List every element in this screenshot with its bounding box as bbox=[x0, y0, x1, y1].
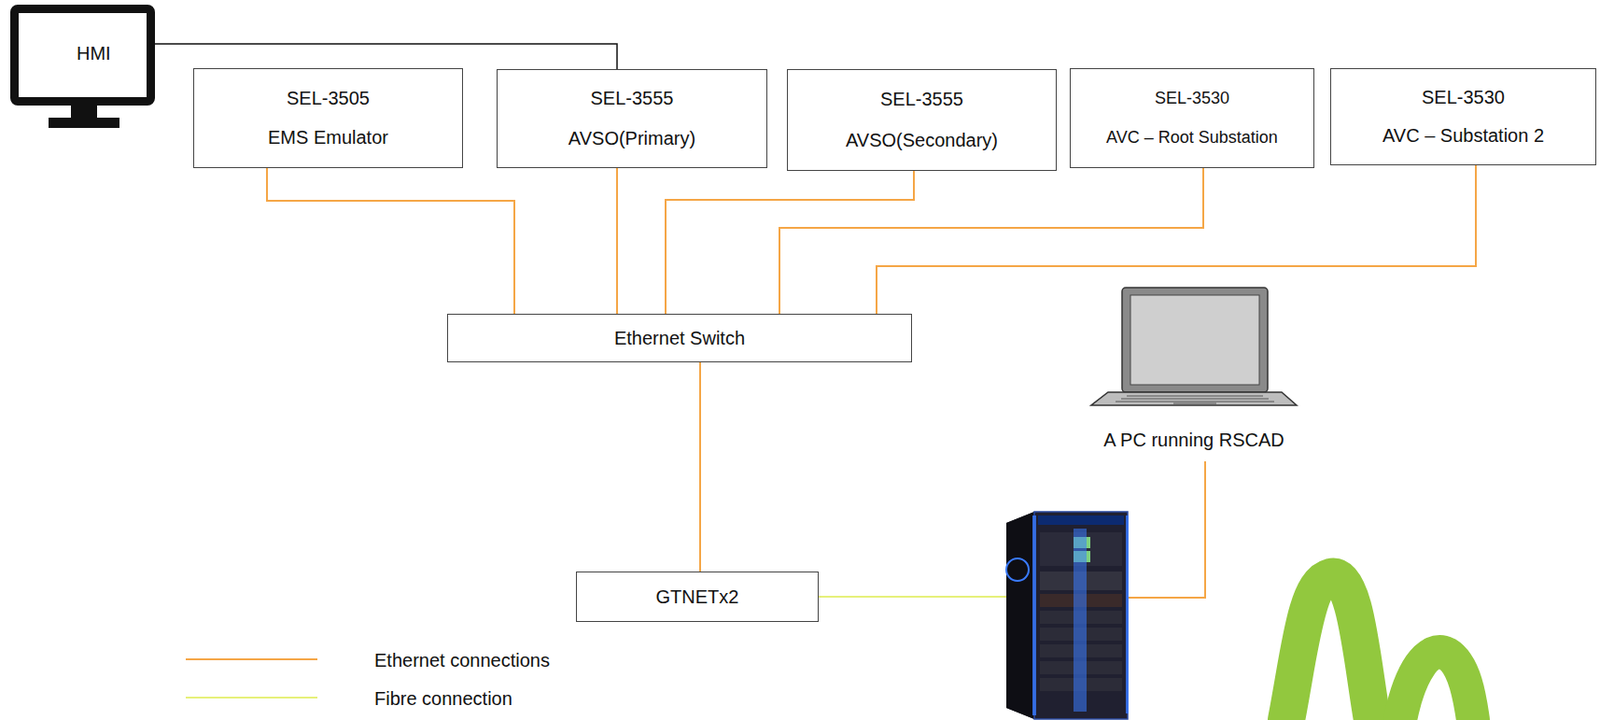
monitor-stand bbox=[48, 117, 120, 128]
fibre-line bbox=[818, 595, 1007, 598]
node-label: A PC running RSCAD bbox=[1103, 429, 1284, 451]
connector bbox=[154, 43, 618, 70]
node-label: SEL-3530 bbox=[1421, 86, 1505, 109]
legend-ethernet-sample bbox=[185, 658, 318, 660]
node-label: SEL-3555 bbox=[880, 88, 964, 111]
gtnet-box: GTNETx2 bbox=[575, 571, 819, 622]
connector bbox=[266, 168, 515, 314]
device-box: SEL-3505EMS Emulator bbox=[193, 68, 464, 169]
pc-laptop: A PC running RSCAD bbox=[1089, 285, 1299, 454]
node-label: SEL-3505 bbox=[286, 87, 370, 110]
logo-swoosh bbox=[1400, 651, 1474, 720]
logo-swoosh bbox=[1286, 576, 1373, 720]
node-label: Ethernet Switch bbox=[614, 327, 745, 350]
node-label: AVC – Root Substation bbox=[1106, 127, 1278, 148]
node-label: EMS Emulator bbox=[267, 126, 389, 149]
node-label: GTNETx2 bbox=[656, 586, 740, 608]
switch-box: Ethernet Switch bbox=[447, 313, 913, 363]
monitor-stand bbox=[70, 105, 98, 119]
device-box: SEL-3530AVC – Substation 2 bbox=[1330, 68, 1597, 166]
legend-fibre-sample bbox=[185, 696, 318, 699]
hmi-monitor: HMI bbox=[10, 4, 155, 106]
node-label: SEL-3530 bbox=[1154, 88, 1230, 109]
device-box: SEL-3530AVC – Root Substation bbox=[1069, 68, 1315, 169]
legend-label: Fibre connection bbox=[374, 687, 513, 710]
simulator-rack bbox=[1006, 511, 1129, 719]
device-box: SEL-3555AVSO(Primary) bbox=[496, 69, 768, 169]
legend-label: Ethernet connections bbox=[374, 649, 550, 672]
node-label: SEL-3555 bbox=[590, 87, 674, 110]
connector bbox=[699, 362, 702, 572]
connector bbox=[616, 168, 618, 314]
laptop-icon bbox=[1089, 285, 1299, 417]
ethernet-line bbox=[1127, 461, 1206, 598]
device-box: SEL-3555AVSO(Secondary) bbox=[786, 69, 1057, 171]
monitor-label: HMI bbox=[76, 42, 112, 65]
node-label: AVSO(Primary) bbox=[568, 127, 696, 150]
node-label: AVSO(Secondary) bbox=[845, 129, 998, 152]
node-label: AVC – Substation 2 bbox=[1382, 125, 1544, 147]
